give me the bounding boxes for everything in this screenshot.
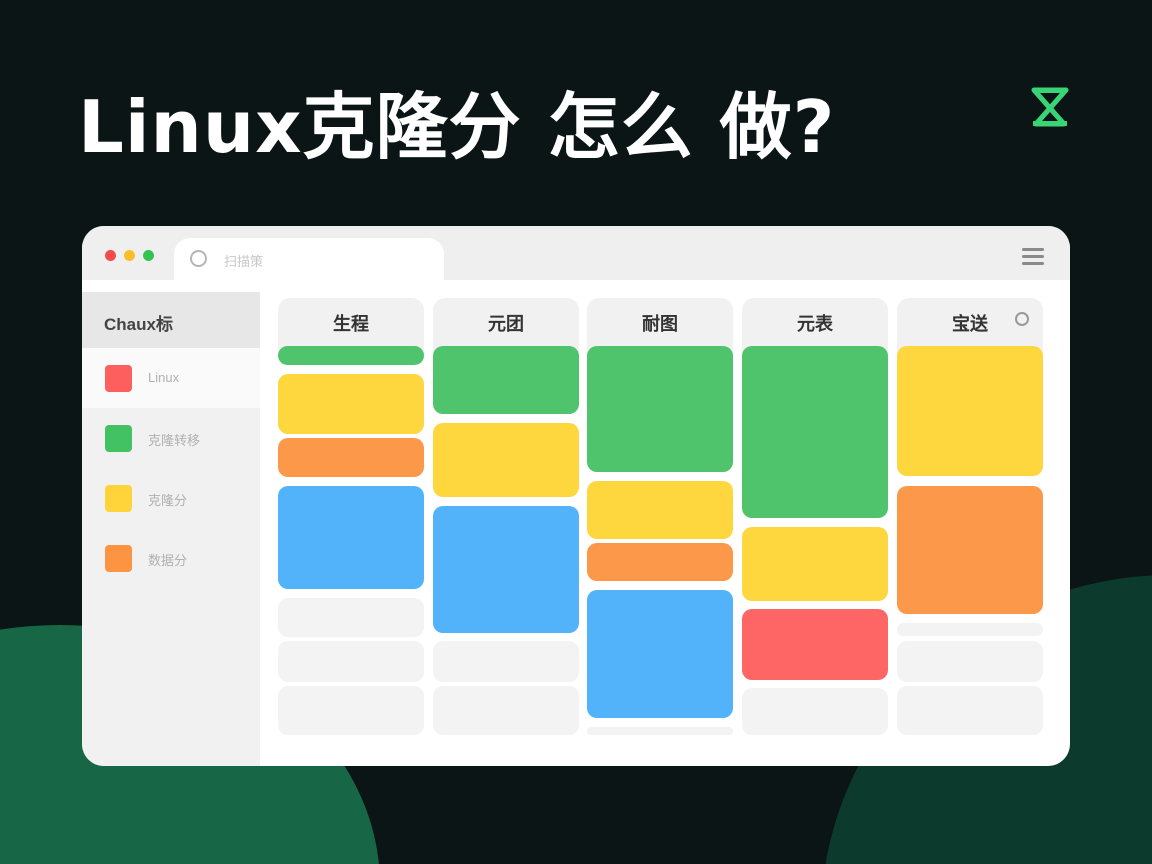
task-card[interactable] [587,346,733,472]
sidebar-item-clone-partition[interactable]: 克隆分 [82,468,260,528]
sidebar-item-label: 克隆分 [148,493,188,508]
task-card[interactable] [278,438,424,477]
search-circle-icon [190,250,207,267]
color-swatch-icon [105,485,132,512]
title-bar: 扫描策 [82,226,1070,284]
hamburger-menu-icon[interactable] [1022,248,1044,266]
column-title: 生程 [333,314,369,334]
address-bar[interactable]: 扫描策 [174,238,444,284]
empty-card-slot[interactable] [587,727,733,735]
page-title: Linux克隆分 怎么 做? [78,85,836,169]
task-card[interactable] [278,346,424,365]
color-swatch-icon [105,425,132,452]
sidebar-title: Chaux标 [82,292,260,348]
task-card[interactable] [587,543,733,581]
empty-card-slot[interactable] [742,688,888,735]
column-header[interactable]: 生程 [278,298,424,354]
task-card[interactable] [742,527,888,601]
column-title: 元团 [488,314,524,334]
empty-card-slot[interactable] [897,686,1043,735]
task-card[interactable] [433,506,579,633]
column-title: 耐图 [642,314,678,334]
column-title: 宝送 [952,314,988,334]
empty-card-slot[interactable] [278,686,424,735]
task-card[interactable] [897,346,1043,476]
task-card[interactable] [278,374,424,434]
column-header[interactable]: 元团 [433,298,579,354]
maximize-window-button[interactable] [143,250,154,261]
task-card[interactable] [897,486,1043,614]
hourglass-icon [1031,87,1069,127]
empty-card-slot[interactable] [278,641,424,682]
task-card[interactable] [587,481,733,539]
task-card[interactable] [742,609,888,680]
task-card[interactable] [278,486,424,589]
column-header[interactable]: 元表 [742,298,888,354]
app-window: 扫描策 Chaux标 Linux 克隆转移 克隆分 数据分 生程 元团 耐图 元表 宝送 [82,226,1070,766]
sidebar: Chaux标 Linux 克隆转移 克隆分 数据分 [82,292,260,766]
close-window-button[interactable] [105,250,116,261]
column-header[interactable]: 宝送 [897,298,1043,354]
status-circle-icon[interactable] [1015,312,1029,326]
task-card[interactable] [587,590,733,718]
address-text: 扫描策 [224,254,264,269]
empty-card-slot[interactable] [433,641,579,682]
sidebar-item-linux[interactable]: Linux [82,348,260,408]
task-card[interactable] [433,423,579,497]
color-swatch-icon [105,545,132,572]
empty-card-slot[interactable] [433,686,579,735]
sidebar-item-label: 克隆转移 [148,433,201,448]
empty-card-slot[interactable] [897,623,1043,636]
empty-card-slot[interactable] [278,598,424,637]
column-header[interactable]: 耐图 [587,298,733,354]
task-card[interactable] [433,346,579,414]
task-card[interactable] [742,346,888,518]
minimize-window-button[interactable] [124,250,135,261]
column-title: 元表 [797,314,833,334]
sidebar-item-label: Linux [148,370,180,385]
sidebar-item-label: 数据分 [148,553,188,568]
color-swatch-icon [105,365,132,392]
sidebar-item-clone-transfer[interactable]: 克隆转移 [82,408,260,468]
sidebar-item-data-partition[interactable]: 数据分 [82,528,260,588]
empty-card-slot[interactable] [897,641,1043,682]
